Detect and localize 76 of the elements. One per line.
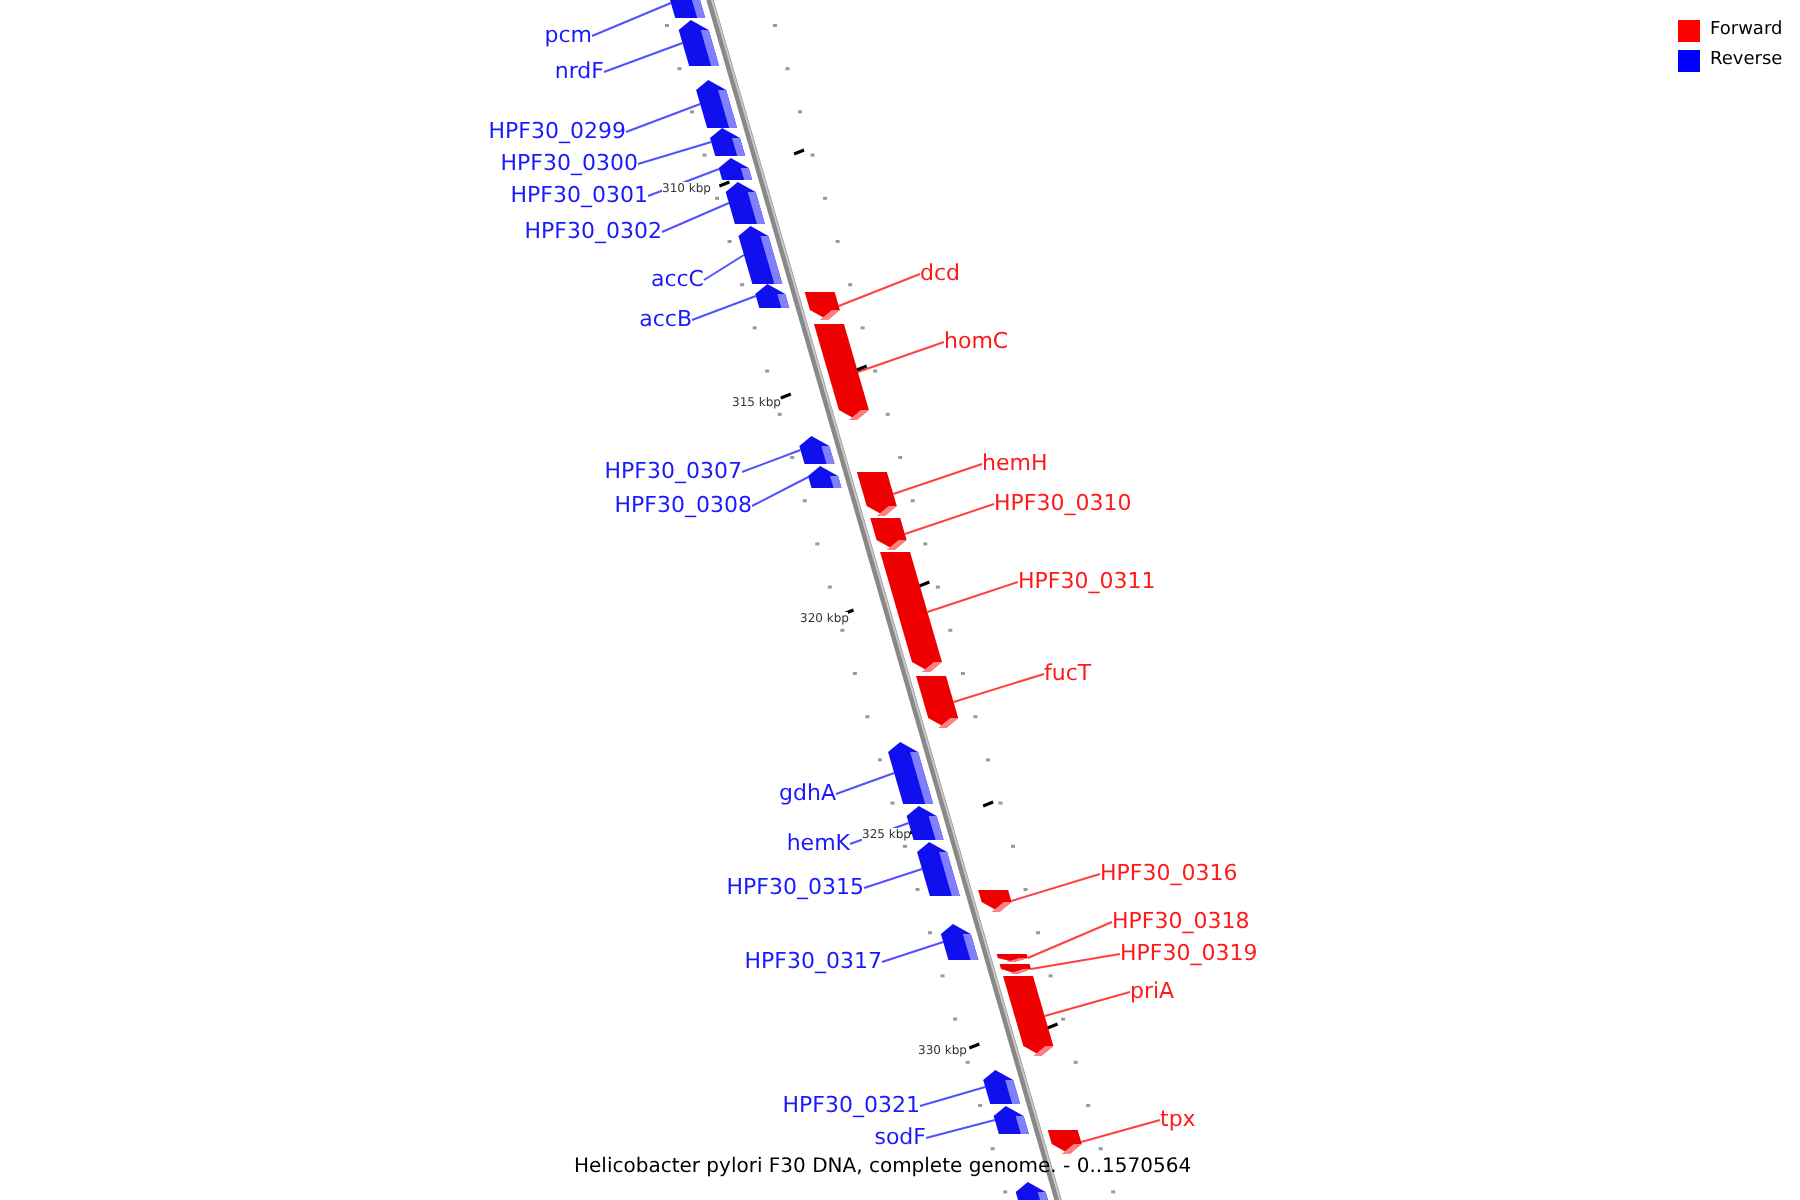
leader-line — [1030, 953, 1121, 970]
leader-line — [661, 202, 730, 233]
gene-label: homC — [944, 328, 1009, 356]
leader-line — [919, 1086, 987, 1107]
leader-line — [1043, 991, 1131, 1017]
gene-label: HPF30_0319 — [1120, 940, 1258, 968]
gene-label: priA — [1130, 978, 1175, 1006]
gene-label: HPF30_0307 — [604, 458, 742, 486]
leader-line — [925, 1119, 996, 1139]
gene-feature — [813, 324, 869, 420]
gene-feature — [718, 158, 753, 180]
leader-line — [751, 476, 810, 507]
gene-label: hemH — [982, 450, 1048, 478]
gene-label: HPF30_0310 — [994, 490, 1132, 518]
gene-feature — [799, 436, 835, 464]
gene-feature — [1047, 1130, 1082, 1154]
gene-feature — [978, 890, 1012, 912]
leader-line — [591, 2, 672, 37]
gene-feature — [669, 0, 706, 18]
leader-line — [856, 341, 945, 373]
leader-line — [1026, 921, 1113, 959]
gene-feature — [940, 924, 979, 960]
gene-label: HPF30_0301 — [510, 182, 648, 210]
legend-label: Reverse — [1710, 48, 1783, 72]
gene-feature — [710, 128, 746, 156]
gene-label: HPF30_0318 — [1112, 908, 1250, 936]
gene-label: HPF30_0321 — [782, 1092, 920, 1120]
gene-label: tpx — [1160, 1106, 1196, 1134]
gene-feature — [804, 292, 840, 320]
gene-feature — [916, 676, 959, 728]
gene-label: HPF30_0317 — [744, 948, 882, 976]
gene-label: HPF30_0308 — [614, 492, 752, 520]
gene-label: HPF30_0299 — [488, 118, 626, 146]
gene-label: sodF — [874, 1124, 926, 1152]
gene-feature — [870, 518, 907, 550]
gene-label: dcd — [920, 260, 961, 288]
leader-line — [835, 772, 896, 795]
leader-line — [892, 463, 983, 495]
leader-line — [1080, 1119, 1161, 1143]
legend-label: Forward — [1710, 18, 1783, 42]
leader-line — [691, 295, 757, 321]
gene-label: HPF30_0302 — [524, 218, 662, 246]
gene-feature — [880, 552, 942, 672]
gene-label: fucT — [1044, 660, 1092, 688]
gene-label: HPF30_0315 — [726, 874, 864, 902]
leader-line — [837, 273, 921, 307]
gene-label: HPF30_0300 — [500, 150, 638, 178]
leader-line — [926, 581, 1019, 613]
gene-feature — [808, 466, 842, 488]
caption: Helicobacter pylori F30 DNA, complete genome. - 0..1570564 — [574, 1156, 1192, 1180]
leader-line — [1010, 873, 1101, 902]
gene-feature — [755, 284, 790, 308]
gene-label: HPF30_0311 — [1018, 568, 1156, 596]
gene-label: accC — [650, 266, 704, 294]
gene-feature — [917, 842, 960, 896]
gene-label: HPF30_0316 — [1100, 860, 1238, 888]
leader-line — [903, 503, 995, 535]
leader-line — [952, 673, 1045, 703]
gene-feature — [856, 472, 897, 516]
gene-label: gdhA — [779, 780, 836, 808]
leader-line — [603, 42, 684, 73]
gene-label: accB — [639, 306, 692, 334]
leader-line — [703, 254, 745, 281]
gene-feature — [996, 954, 1028, 962]
gene-feature — [993, 1106, 1029, 1134]
leader-line — [863, 868, 923, 889]
gene-feature — [1015, 1182, 1051, 1200]
gene-feature — [983, 1070, 1021, 1104]
gene-label: pcm — [544, 22, 592, 50]
leader-line — [637, 141, 713, 165]
leader-line — [625, 103, 702, 133]
leader-line — [881, 941, 945, 963]
leader-line — [741, 449, 802, 473]
gene-feature — [999, 964, 1031, 974]
gene-label: hemK — [786, 830, 850, 858]
gene-label: nrdF — [554, 58, 604, 86]
